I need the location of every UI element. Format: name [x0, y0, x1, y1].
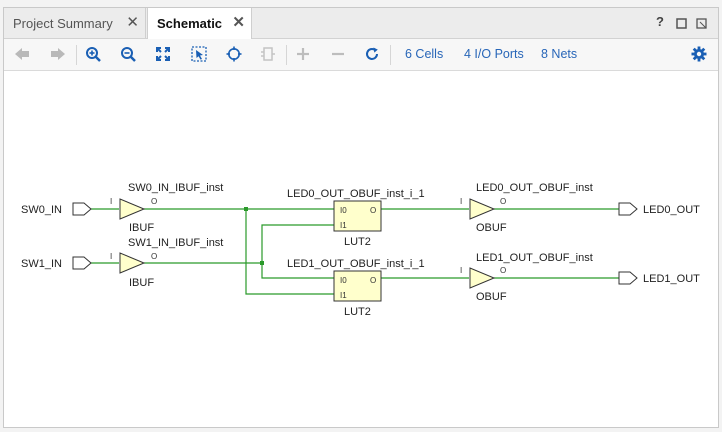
- output-port-led0[interactable]: LED0_OUT: [618, 202, 700, 216]
- nets-count-link[interactable]: 8 Nets: [541, 47, 578, 61]
- toolbar: 6 Cells 4 I/O Ports 8 Nets: [4, 39, 718, 71]
- pin-label: I: [460, 266, 462, 275]
- net-junction: [244, 207, 248, 211]
- output-port-led1[interactable]: LED1_OUT: [618, 271, 700, 285]
- close-icon[interactable]: ✕: [232, 14, 245, 31]
- ibuf-cell-sw1[interactable]: SW1_IN_IBUF_inst I O IBUF: [110, 237, 223, 289]
- crosshair-icon[interactable]: [222, 43, 246, 65]
- schematic-window: Project Summary ✕ Schematic ✕ ?: [3, 7, 719, 428]
- fit-icon[interactable]: [151, 43, 175, 65]
- pin-label: O: [151, 197, 157, 206]
- net-sw1-ibuf-out[interactable]: [144, 224, 334, 264]
- net-junction: [260, 261, 264, 265]
- net-sw1-to-lut1[interactable]: [261, 263, 334, 279]
- back-icon[interactable]: [10, 43, 34, 65]
- remove-icon[interactable]: [326, 43, 350, 65]
- tab-project-summary[interactable]: Project Summary ✕: [4, 8, 146, 38]
- pin-label: O: [370, 206, 376, 215]
- select-area-icon[interactable]: [187, 43, 211, 65]
- cell-type: LUT2: [344, 236, 371, 248]
- cell-instance-name: LED1_OUT_OBUF_inst_i_1: [287, 258, 425, 270]
- cell-instance-name: SW0_IN_IBUF_inst: [128, 182, 223, 194]
- pin-label: O: [500, 266, 506, 275]
- zoom-in-icon[interactable]: [81, 43, 105, 65]
- cell-instance-name: LED0_OUT_OBUF_inst_i_1: [287, 188, 425, 200]
- pin-label: I1: [340, 221, 347, 230]
- schematic-canvas[interactable]: SW0_IN SW1_IN SW0_IN_IBUF_inst I O IBUF …: [4, 71, 718, 427]
- pin-label: O: [151, 252, 157, 261]
- cell-type: IBUF: [129, 222, 154, 234]
- cell-instance-name: LED0_OUT_OBUF_inst: [476, 182, 593, 194]
- toolbar-separator: [390, 45, 391, 65]
- zoom-out-icon[interactable]: [116, 43, 140, 65]
- gear-icon[interactable]: [687, 43, 711, 65]
- ports-count-link[interactable]: 4 I/O Ports: [464, 47, 524, 61]
- port-label: LED1_OUT: [643, 273, 700, 285]
- port-label: LED0_OUT: [643, 204, 700, 216]
- cell-type: IBUF: [129, 277, 154, 289]
- cell-type: LUT2: [344, 306, 371, 318]
- restore-icon[interactable]: [676, 17, 687, 32]
- pin-label: I0: [340, 276, 347, 285]
- add-icon[interactable]: [291, 43, 315, 65]
- lut-cell-led0[interactable]: LED0_OUT_OBUF_inst_i_1 I0 I1 O LUT2: [287, 188, 425, 248]
- forward-icon[interactable]: [46, 43, 70, 65]
- close-icon[interactable]: ✕: [126, 14, 139, 31]
- toolbar-separator: [286, 45, 287, 65]
- cell-instance-name: LED1_OUT_OBUF_inst: [476, 252, 593, 264]
- pin-label: I: [110, 197, 112, 206]
- cell-instance-name: SW1_IN_IBUF_inst: [128, 237, 223, 249]
- port-label: SW1_IN: [21, 258, 62, 270]
- obuf-cell-led0[interactable]: LED0_OUT_OBUF_inst I O OBUF: [460, 182, 593, 234]
- port-label: SW0_IN: [21, 204, 62, 216]
- cell-icon[interactable]: [256, 43, 280, 65]
- nets: [91, 208, 619, 295]
- net-sw0-to-lut1[interactable]: [245, 209, 334, 295]
- pin-label: O: [500, 197, 506, 206]
- cell-type: OBUF: [476, 222, 507, 234]
- input-port-sw0[interactable]: SW0_IN: [21, 202, 92, 216]
- tab-label: Schematic: [157, 16, 223, 31]
- input-port-sw1[interactable]: SW1_IN: [21, 256, 92, 270]
- tab-bar: Project Summary ✕ Schematic ✕ ?: [4, 8, 718, 39]
- obuf-cell-led1[interactable]: LED1_OUT_OBUF_inst I O OBUF: [460, 252, 593, 303]
- pin-label: I: [110, 252, 112, 261]
- tab-schematic[interactable]: Schematic ✕: [147, 8, 252, 39]
- toolbar-separator: [76, 45, 77, 65]
- pin-label: O: [370, 276, 376, 285]
- pin-label: I0: [340, 206, 347, 215]
- pin-label: I: [460, 197, 462, 206]
- pin-label: I1: [340, 291, 347, 300]
- help-icon[interactable]: ?: [656, 14, 664, 29]
- lut-cell-led1[interactable]: LED1_OUT_OBUF_inst_i_1 I0 I1 O LUT2: [287, 258, 425, 318]
- cells-count-link[interactable]: 6 Cells: [405, 47, 444, 61]
- ibuf-cell-sw0[interactable]: SW0_IN_IBUF_inst I O IBUF: [110, 182, 223, 234]
- cell-type: OBUF: [476, 291, 507, 303]
- refresh-icon[interactable]: [360, 43, 384, 65]
- maximize-icon[interactable]: [696, 17, 707, 32]
- tab-label: Project Summary: [13, 15, 113, 31]
